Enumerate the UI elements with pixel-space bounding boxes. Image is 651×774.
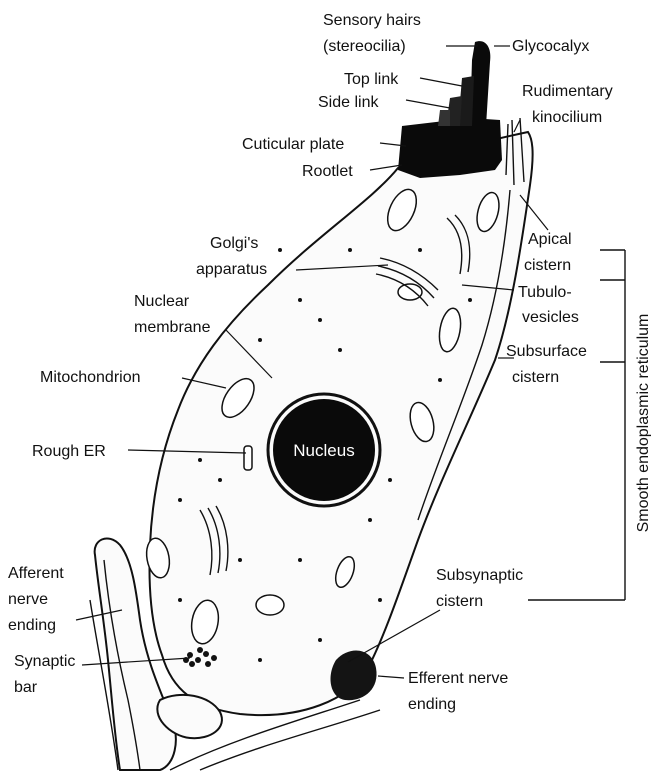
smooth-er-bracket xyxy=(528,250,625,600)
label-glycocalyx: Glycocalyx xyxy=(512,38,589,55)
label-top-link: Top link xyxy=(344,71,399,88)
label-subsurface-line1: Subsurface xyxy=(506,343,587,360)
label-rudimentary-line2: kinocilium xyxy=(532,109,602,126)
label-sensory-hairs-line2: (stereocilia) xyxy=(323,38,406,55)
label-efferent-line1: Efferent nerve xyxy=(408,670,508,687)
label-apical-line1: Apical xyxy=(528,231,572,248)
label-mitochondrion: Mitochondrion xyxy=(40,369,141,386)
label-subsynaptic-line1: Subsynaptic xyxy=(436,567,523,584)
label-synaptic-line2: bar xyxy=(14,679,38,696)
label-nuclear-line1: Nuclear xyxy=(134,293,190,310)
label-rough-er: Rough ER xyxy=(32,443,106,460)
label-synaptic-line1: Synaptic xyxy=(14,653,75,670)
rough-er-organelle xyxy=(244,446,252,470)
label-apical-line2: cistern xyxy=(524,257,571,274)
stereocilia-bundle xyxy=(438,41,490,126)
label-side-link: Side link xyxy=(318,94,379,111)
label-subsynaptic-line2: cistern xyxy=(436,593,483,610)
label-smooth-er: Smooth endoplasmic reticulum xyxy=(635,314,651,533)
label-golgi-line1: Golgi's xyxy=(210,235,258,252)
cuticular-plate xyxy=(398,118,502,178)
label-cuticular-plate: Cuticular plate xyxy=(242,136,344,153)
label-tubulo-line2: vesicles xyxy=(522,309,579,326)
label-nuclear-line2: membrane xyxy=(134,319,211,336)
nucleus-label: Nucleus xyxy=(293,441,354,460)
label-afferent-line3: ending xyxy=(8,617,56,634)
label-efferent-line2: ending xyxy=(408,696,456,713)
label-sensory-hairs-line1: Sensory hairs xyxy=(323,12,421,29)
label-rudimentary-line1: Rudimentary xyxy=(522,83,613,100)
label-golgi-line2: apparatus xyxy=(196,261,267,278)
label-afferent-line2: nerve xyxy=(8,591,48,608)
label-rootlet: Rootlet xyxy=(302,163,353,180)
label-subsurface-line2: cistern xyxy=(512,369,559,386)
label-afferent-line1: Afferent xyxy=(8,565,64,582)
label-tubulo-line1: Tubulo- xyxy=(518,284,572,301)
